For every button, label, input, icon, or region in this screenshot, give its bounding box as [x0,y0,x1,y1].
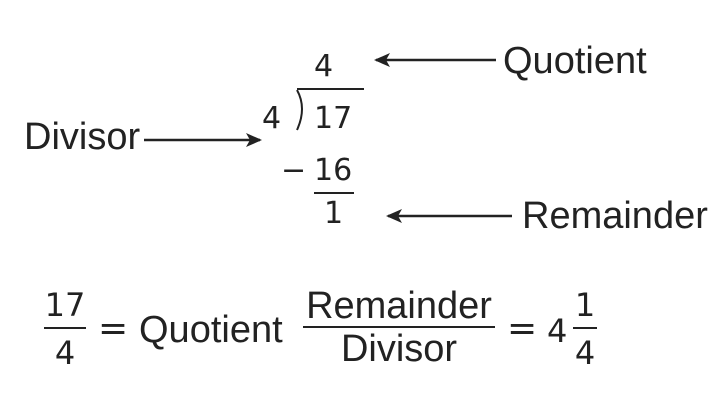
divisor-digit: 4 [262,101,282,136]
subtracted-value: 16 [314,153,353,188]
equals-sign: = [98,308,129,349]
remainder-digit: 1 [324,196,344,231]
fraction-numerator: Remainder [306,285,492,327]
division-bracket [296,88,364,131]
arrow-left-icon [374,53,496,67]
fraction-denominator: Divisor [340,328,458,370]
mixed-number-whole: 4 [547,312,568,350]
fraction-bar [44,327,86,329]
remainder-label: Remainder [522,195,708,237]
divisor-label: Divisor [24,116,141,158]
dividend: 17 [314,101,353,136]
quotient-label: Quotient [503,40,647,82]
subtraction-line [314,192,354,194]
quotient-digit: 4 [314,49,334,84]
fraction-bar [303,326,495,328]
fraction-bar [573,327,597,329]
quotient-term: Quotient [139,309,283,351]
fraction-denominator: 4 [54,334,76,372]
arrow-left-icon [386,209,512,223]
equals-sign: = [507,308,538,349]
mixed-number-fraction: 1 4 [573,286,597,372]
minus-sign: − [281,153,307,188]
fraction-seventeen-fourths: 17 4 [44,286,86,372]
fraction-denominator: 4 [574,334,596,372]
fraction-numerator: 17 [44,286,86,324]
remainder-over-divisor-fraction: Remainder Divisor [303,286,495,369]
fraction-numerator: 1 [574,286,596,324]
arrow-right-icon [144,133,262,147]
